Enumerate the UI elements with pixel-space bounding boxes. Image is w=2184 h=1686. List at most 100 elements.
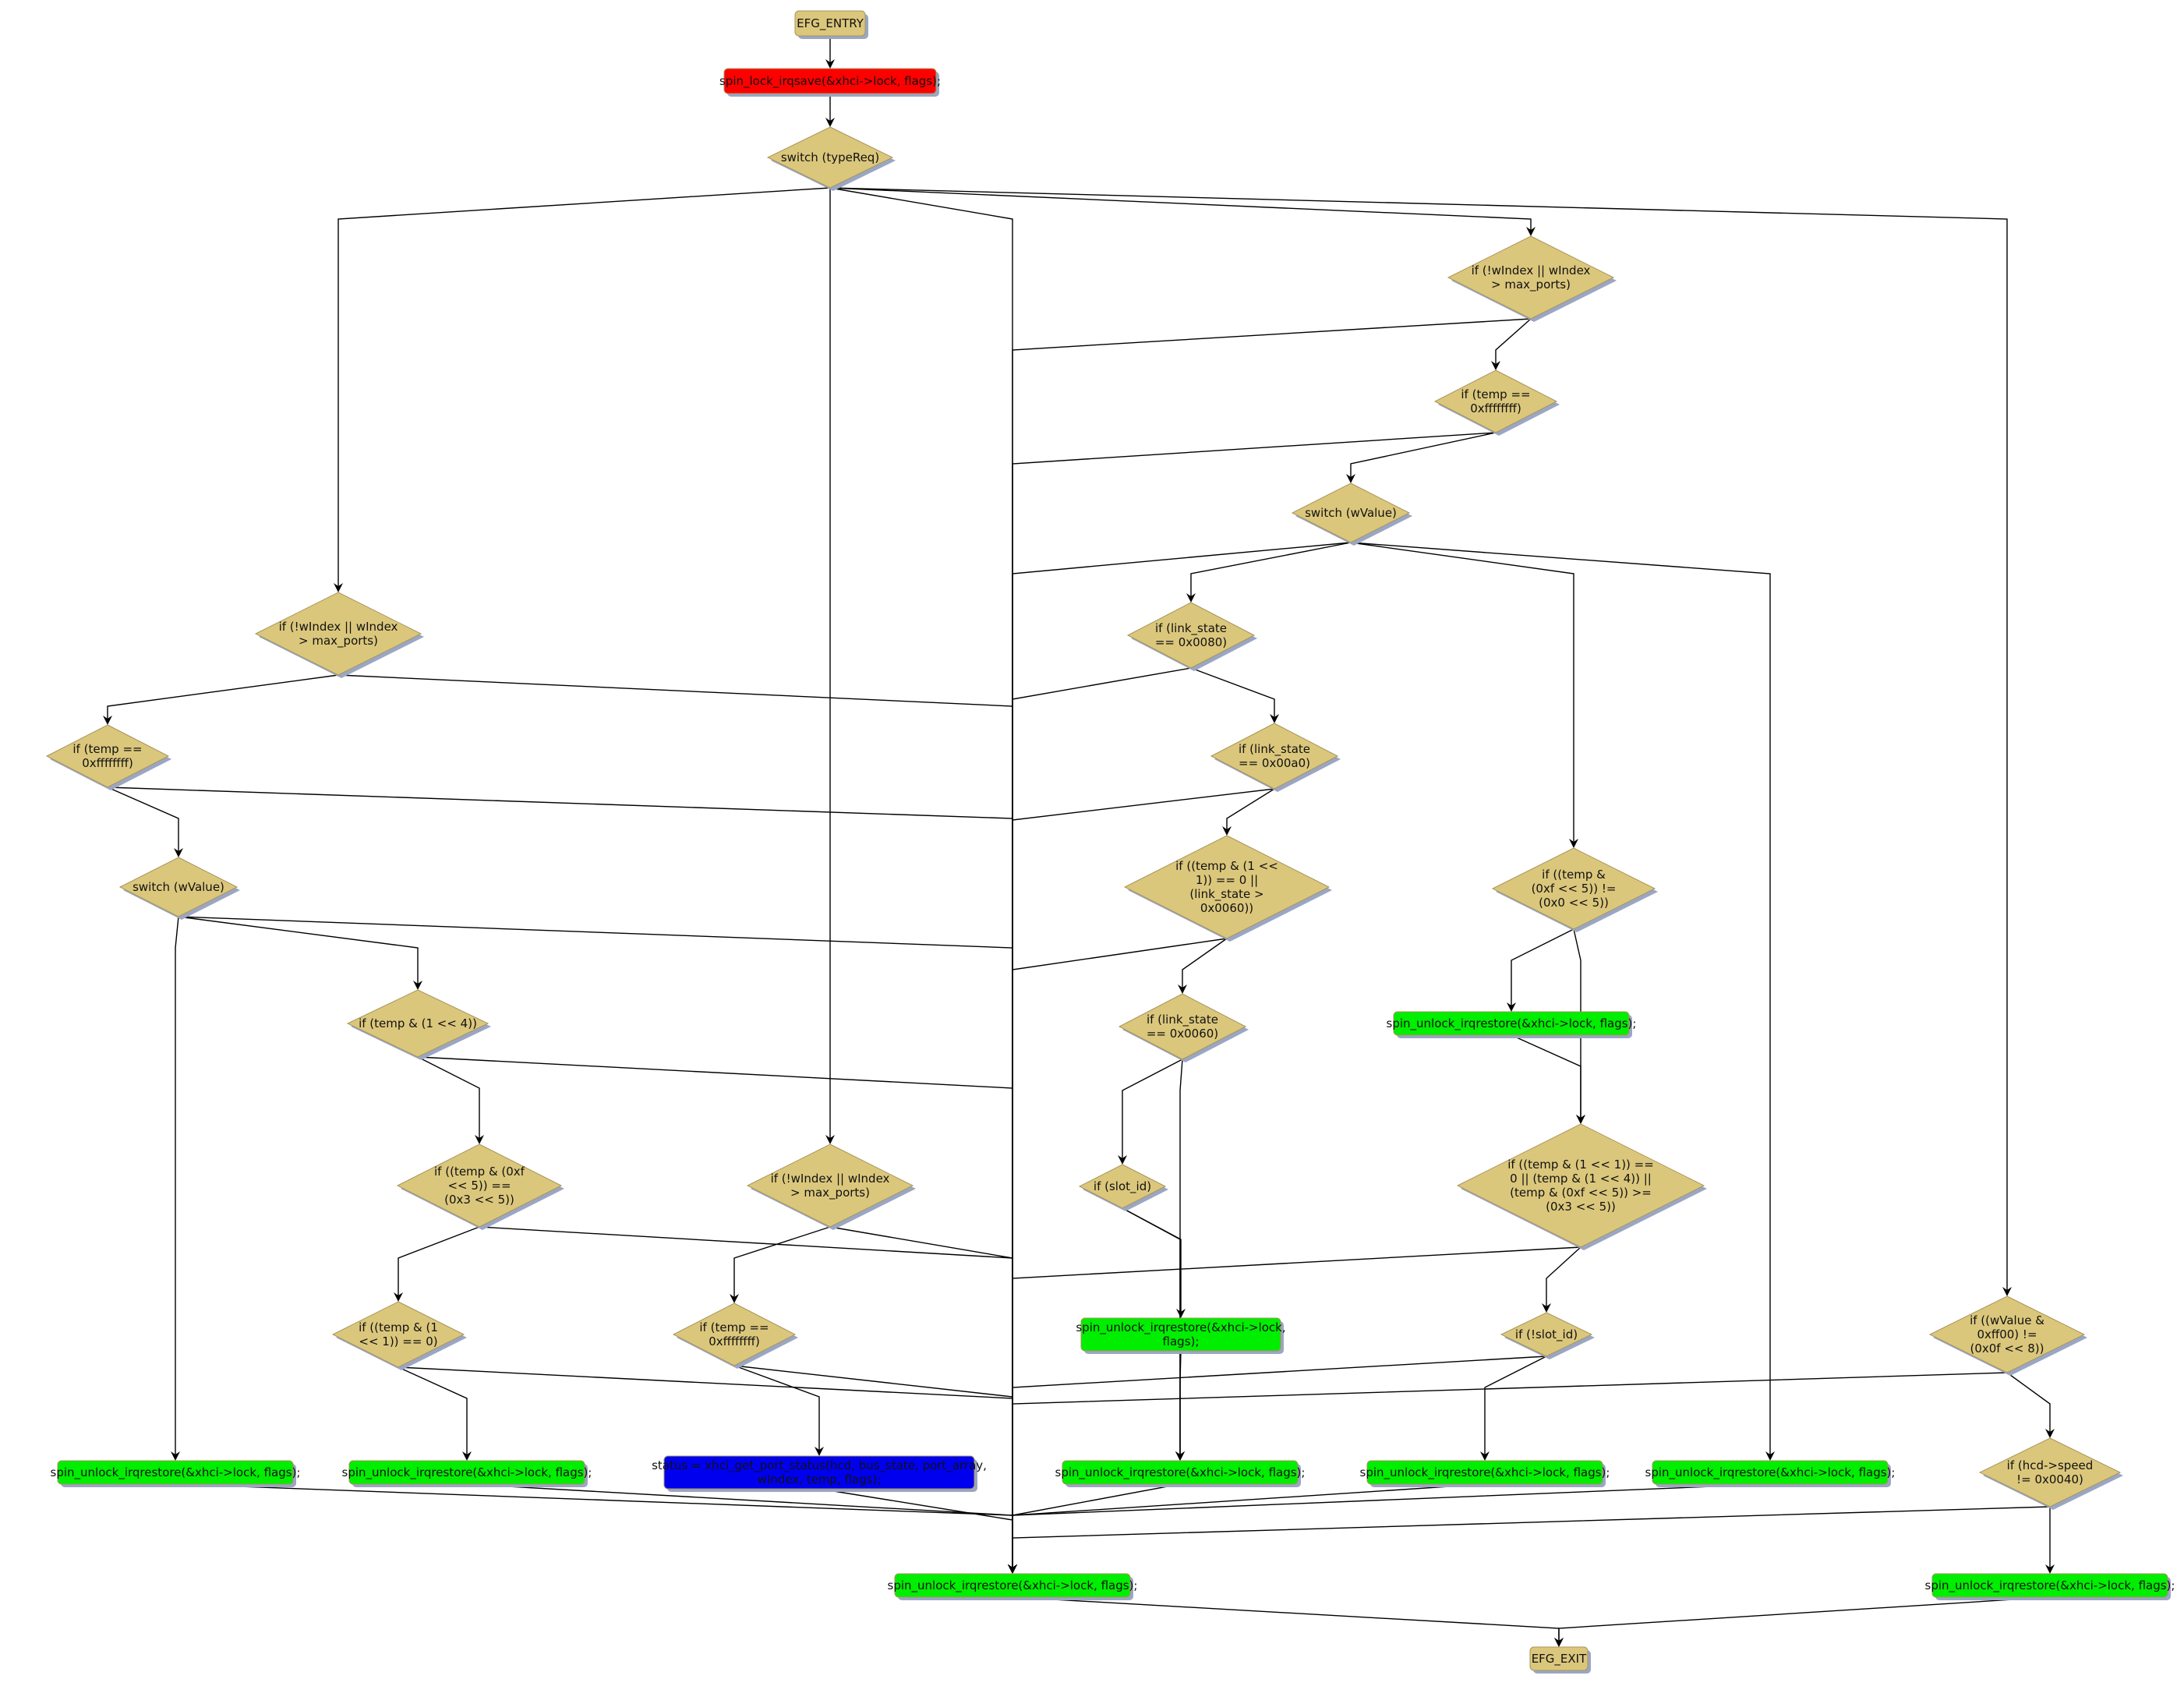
- node-label: if (slot_id): [1094, 1179, 1151, 1194]
- node-m_temp[interactable]: if (temp ==0xffffffff): [672, 1302, 798, 1369]
- node-label: wIndex, temp, flags);: [758, 1472, 882, 1486]
- node-l_bit4[interactable]: if (temp & (1 << 4)): [346, 989, 491, 1060]
- node-label: if (temp ==: [1461, 387, 1530, 401]
- node-label: << 1)) == 0): [359, 1334, 437, 1348]
- node-temp_bit1_ls[interactable]: if ((temp & (1 <<1)) == 0 ||(link_state …: [1123, 835, 1332, 942]
- node-label: spin_unlock_irqrestore(&xhci->lock, flag…: [1387, 1016, 1637, 1031]
- node-label: == 0x0060): [1147, 1027, 1218, 1041]
- node-entry[interactable]: EFG_ENTRY: [794, 10, 868, 39]
- edge-l_bit1-to-g_l2: [398, 1366, 472, 1461]
- decision-diamond: [346, 989, 489, 1058]
- node-label: if (!slot_id): [1515, 1327, 1578, 1342]
- node-ls_0060[interactable]: if (link_state== 0x0060): [1118, 993, 1249, 1062]
- edge-l_temp-to-l_sw_wvalue: [107, 786, 183, 857]
- node-label: if (temp ==: [72, 742, 142, 756]
- node-g_speed[interactable]: spin_unlock_irqrestore(&xhci->lock, flag…: [1925, 1573, 2175, 1600]
- node-ls_0080[interactable]: if (link_state== 0x0080): [1126, 602, 1257, 671]
- node-l_bit1[interactable]: if ((temp & (1<< 1)) == 0): [331, 1301, 467, 1370]
- node-r_windex[interactable]: if (!wIndex || wIndex> max_ports): [1447, 235, 1617, 322]
- unlock-box: [57, 1460, 294, 1485]
- edge-g_notslot-to-g_main: [1008, 1483, 1486, 1574]
- node-lock[interactable]: spin_lock_irqsave(&xhci->lock, flags);: [719, 68, 941, 97]
- node-r_sw_wvalue[interactable]: switch (wValue): [1291, 482, 1412, 546]
- unlock-box: [894, 1573, 1131, 1598]
- edge-l_sw_wvalue-to-l_bit4: [178, 916, 422, 990]
- node-label: status = xhci_get_port_status(hcd, bus_s…: [652, 1458, 987, 1473]
- node-label: switch (wValue): [1305, 506, 1397, 520]
- node-g_l2[interactable]: spin_unlock_irqrestore(&xhci->lock, flag…: [342, 1460, 592, 1487]
- edge-sw_type-to-g_main: [829, 187, 1017, 1574]
- node-g_main[interactable]: spin_unlock_irqrestore(&xhci->lock, flag…: [888, 1573, 1138, 1600]
- node-g_0xf[interactable]: spin_unlock_irqrestore(&xhci->lock, flag…: [1387, 1011, 1637, 1038]
- decision-diamond: [1978, 1437, 2122, 1508]
- node-label: if ((temp &: [1542, 868, 1606, 882]
- edges-layer: [103, 36, 2055, 1647]
- node-r_temp[interactable]: if (temp ==0xffffffff): [1433, 369, 1560, 436]
- node-l_temp[interactable]: if (temp ==0xffffffff): [45, 724, 171, 790]
- unlock-box: [1062, 1460, 1299, 1485]
- node-g_l1[interactable]: spin_unlock_irqrestore(&xhci->lock, flag…: [51, 1460, 301, 1487]
- edge-r_windex-to-r_temp: [1491, 318, 1532, 370]
- decision-diamond: [672, 1302, 797, 1366]
- node-hcd_speed[interactable]: if (hcd->speed!= 0x0040): [1978, 1437, 2123, 1510]
- edge-m_windex-to-g_main: [829, 1226, 1017, 1574]
- decision-diamond: [1500, 1312, 1593, 1357]
- node-g_ls_merge[interactable]: spin_unlock_irqrestore(&xhci->lock, flag…: [1055, 1460, 1306, 1487]
- node-l_windex[interactable]: if (!wIndex || wIndex> max_ports): [254, 592, 424, 678]
- node-label: if (temp & (1 << 4)): [359, 1016, 477, 1030]
- edge-ls_00a0-to-temp_bit1_ls: [1222, 788, 1275, 836]
- edge-sw_type-to-wvalue_ff00: [829, 187, 2012, 1296]
- node-label: if ((temp & (1 << 1)) ==: [1507, 1158, 1654, 1172]
- node-label: spin_lock_irqsave(&xhci->lock, flags);: [719, 74, 941, 89]
- decision-diamond: [1123, 835, 1331, 939]
- node-label: (0x3 << 5)): [444, 1193, 514, 1207]
- node-label: (0x0f << 8)): [1970, 1341, 2044, 1356]
- edge-g_slot-to-g_ls_merge: [1175, 1350, 1185, 1461]
- call-box: [663, 1455, 975, 1490]
- decision-diamond: [1433, 369, 1558, 433]
- node-label: if (!wIndex || wIndex: [771, 1172, 890, 1186]
- node-status_call[interactable]: status = xhci_get_port_status(hcd, bus_s…: [652, 1455, 987, 1492]
- node-label: (0xf << 5)) !=: [1532, 882, 1617, 896]
- node-temp_0xf_ne[interactable]: if ((temp &(0xf << 5)) !=(0x0 << 5)): [1491, 847, 1658, 932]
- node-label: EFG_EXIT: [1532, 1652, 1587, 1667]
- unlock-box: [1652, 1460, 1889, 1485]
- node-g_slot[interactable]: spin_unlock_irqrestore(&xhci->lock,flags…: [1076, 1317, 1286, 1354]
- edge-l_windex-to-l_temp: [103, 674, 339, 725]
- edge-r_temp-to-r_sw_wvalue: [1346, 432, 1497, 483]
- edge-not_slot_id-to-g_notslot: [1480, 1356, 1547, 1461]
- decision-diamond: [254, 592, 422, 676]
- decision-diamond: [1456, 1123, 1705, 1248]
- node-slot_id[interactable]: if (slot_id): [1078, 1164, 1168, 1211]
- node-l_0xf_eq[interactable]: if ((temp & (0xf<< 5)) ==(0x3 << 5)): [396, 1143, 564, 1230]
- node-m_windex[interactable]: if (!wIndex || wIndex> max_ports): [746, 1143, 916, 1230]
- node-g_notslot[interactable]: spin_unlock_irqrestore(&xhci->lock, flag…: [1360, 1460, 1610, 1487]
- edge-temp_bit1_ls-to-ls_0060: [1178, 938, 1228, 994]
- node-label: != 0x0040): [2016, 1472, 2083, 1486]
- edge-m_windex-to-m_temp: [730, 1226, 831, 1303]
- edge-l_0xf_eq-to-g_main: [479, 1226, 1017, 1574]
- node-not_slot_id[interactable]: if (!slot_id): [1500, 1312, 1595, 1359]
- node-label: << 5)) ==: [447, 1179, 511, 1193]
- node-label: if ((temp & (1 <<: [1175, 859, 1278, 873]
- node-g_case4[interactable]: spin_unlock_irqrestore(&xhci->lock, flag…: [1645, 1460, 1896, 1487]
- edge-sw_type-to-r_windex: [829, 187, 1536, 236]
- decision-diamond: [746, 1143, 914, 1228]
- unlock-box: [348, 1460, 585, 1485]
- node-exit[interactable]: EFG_EXIT: [1529, 1646, 1591, 1674]
- node-l_sw_wvalue[interactable]: switch (wValue): [118, 857, 240, 920]
- node-ls_00a0[interactable]: if (link_state== 0x00a0): [1210, 723, 1341, 792]
- node-sw_type[interactable]: switch (typeReq): [766, 126, 896, 191]
- node-label: if (!wIndex || wIndex: [1472, 263, 1591, 277]
- decision-diamond: [45, 724, 170, 788]
- nodes-layer: EFG_ENTRY spin_lock_irqsave(&xhci->lock, …: [45, 10, 2175, 1674]
- node-label: spin_unlock_irqrestore(&xhci->lock, flag…: [1360, 1465, 1610, 1480]
- node-label: spin_unlock_irqrestore(&xhci->lock, flag…: [342, 1465, 592, 1480]
- node-wvalue_ff00[interactable]: if ((wValue &0xff00) !=(0x0f << 8)): [1928, 1295, 2087, 1376]
- node-label: flags);: [1163, 1334, 1200, 1348]
- node-label: spin_unlock_irqrestore(&xhci->lock, flag…: [1925, 1578, 2175, 1593]
- decision-diamond: [331, 1301, 465, 1368]
- node-big_cond[interactable]: if ((temp & (1 << 1)) ==0 || (temp & (1 …: [1456, 1123, 1707, 1250]
- node-label: spin_unlock_irqrestore(&xhci->lock, flag…: [1645, 1465, 1896, 1480]
- node-label: EFG_ENTRY: [797, 16, 864, 31]
